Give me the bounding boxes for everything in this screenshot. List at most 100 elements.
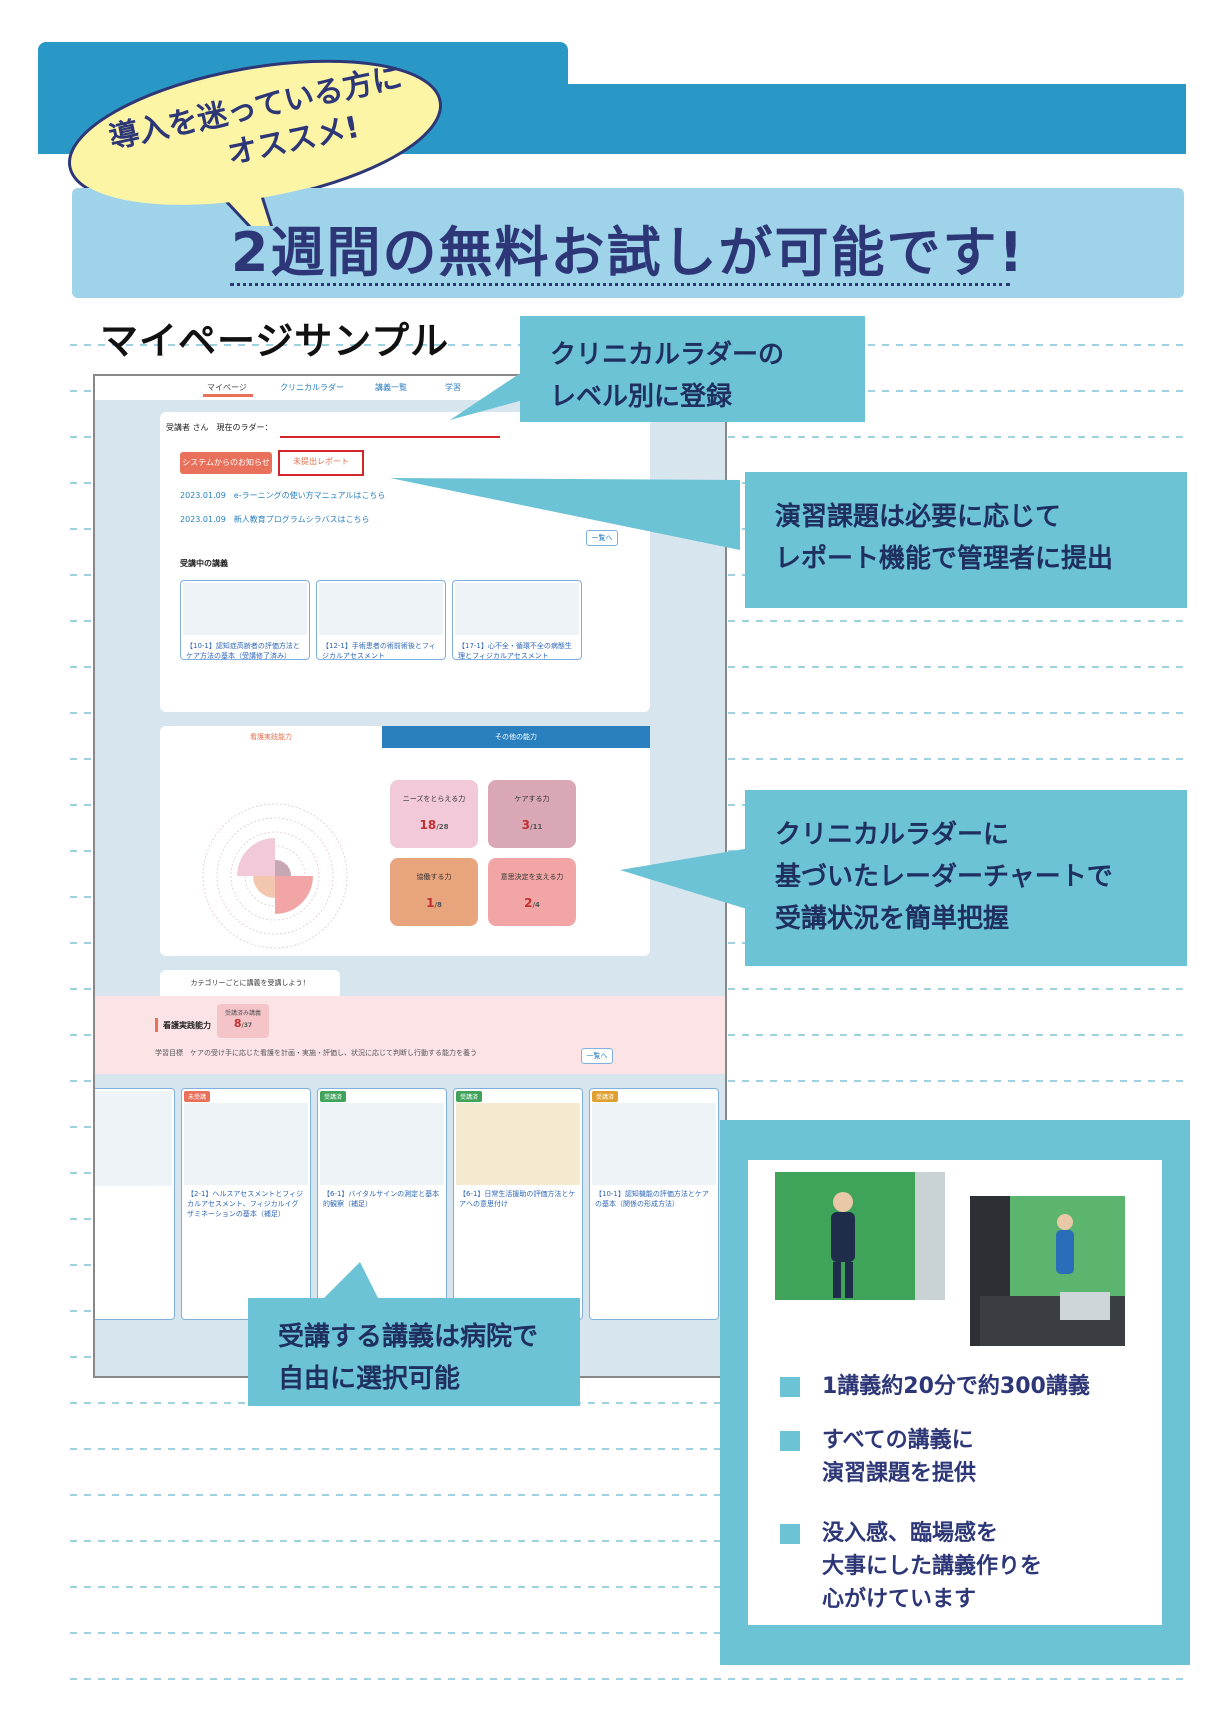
notice-item-1[interactable]: 2023.01.09 e-ラーニングの使い方マニュアルはこちら <box>180 491 386 500</box>
nursing-label: 看護実践能力 <box>163 1021 211 1030</box>
callout-report-line-1: 演習課題は必要に応じて <box>775 502 1062 532</box>
nav-tab-study[interactable]: 学習 <box>445 383 461 392</box>
lecture-photo-1 <box>775 1172 945 1300</box>
nav-tab-lectures[interactable]: 講義一覧 <box>375 383 407 392</box>
ladder-underline <box>280 436 500 438</box>
callout-radar-line-1: クリニカルラダーに <box>775 820 1010 850</box>
course-thumbnail <box>95 1091 172 1186</box>
stat-value: 3/11 <box>488 818 576 832</box>
course-card[interactable] <box>95 1088 175 1320</box>
callout-report: 演習課題は必要に応じて レポート機能で管理者に提出 <box>745 472 1187 608</box>
callout-select: 受講する講義は病院で 自由に選択可能 <box>248 1298 580 1406</box>
category-tab[interactable]: カテゴリーごとに講義を受講しよう！ <box>160 970 340 996</box>
headline-underline <box>230 283 1010 286</box>
callout-radar-line-3: 受講状況を簡単把握 <box>775 904 1010 934</box>
course-card[interactable]: 【12-1】手術患者の術前術後とフィジカルアセスメント <box>316 580 446 660</box>
course-thumbnail <box>592 1103 716 1185</box>
callout-select-line-2: 自由に選択可能 <box>278 1364 461 1394</box>
course-thumbnail <box>320 1103 444 1185</box>
course-thumbnail <box>456 1103 580 1185</box>
course-tag: 受講済 <box>456 1091 483 1102</box>
callout-radar-line-2: 基づいたレーダーチャートで <box>775 862 1113 892</box>
report-button[interactable]: 未提出レポート <box>278 450 364 476</box>
feature-bullet <box>780 1431 800 1451</box>
stat-value-num: 2 <box>524 896 533 910</box>
section-marker <box>155 1018 158 1032</box>
lecture-photo-2 <box>970 1196 1125 1346</box>
stat-value-num: 1 <box>426 896 435 910</box>
stat-value-total: /8 <box>434 901 442 909</box>
stat-value-total: /11 <box>530 823 543 831</box>
course-thumbnail <box>184 1103 308 1185</box>
nursing-desc: 学習目標 ケアの受け手に応じた看護を計画・実施・評価し、状況に応じて判断し行動す… <box>155 1049 477 1057</box>
feature-text: 没入感、臨場感を 大事にした講義作りを 心がけています <box>822 1521 1043 1612</box>
course-title: 【10-1】認知機能の評価方法とケアの基本（関係の形成方法） <box>595 1190 709 1208</box>
course-thumbnail <box>319 583 443 635</box>
course-title: 【6-1】日常生活援助の評価方法とケアへの意思付け <box>459 1190 576 1208</box>
stat-value-num: 18 <box>419 818 437 832</box>
feature-text: 1講義約20分で約300講義 <box>822 1374 1090 1399</box>
notice-item-2[interactable]: 2023.01.09 新人教育プログラムシラバスはこちら <box>180 515 370 524</box>
course-title: 【12-1】手術患者の術前術後とフィジカルアセスメント <box>322 642 436 660</box>
course-tag: 受講済 <box>592 1091 619 1102</box>
badge-label: 受講済み講義 <box>224 1010 261 1017</box>
course-card[interactable]: 受講済 【6-1】日常生活援助の評価方法とケアへの意思付け <box>453 1088 583 1320</box>
stat-label: ニーズをとらえる力 <box>402 795 466 803</box>
callout-3-pointer <box>620 848 750 910</box>
callout-ladder: クリニカルラダーの レベル別に登録 <box>520 316 865 422</box>
course-card[interactable]: 【17-1】心不全・循環不全の病態生理とフィジカルアセスメント <box>452 580 582 660</box>
callout-2-pointer <box>390 478 740 550</box>
nav-tab-ladder[interactable]: クリニカルラダー <box>280 383 344 392</box>
mock-chart-card: 看護実践能力 その他の能力 ニーズをとらえる力 18/28 ケアする力 3/11… <box>160 726 650 956</box>
headline: 2週間の無料お試しが可能です! <box>230 221 1026 284</box>
notice-button[interactable]: システムからのお知らせ <box>180 452 272 474</box>
mock-main-card: 受講者 さん 現在のラダー： システムからのお知らせ 未提出レポート 2023.… <box>160 412 650 712</box>
stat-value: 18/28 <box>390 818 478 832</box>
stat-value: 1/8 <box>390 896 478 910</box>
nursing-section: 看護実践能力 受講済み講義 8/37 学習目標 ケアの受け手に応じた看護を計画・… <box>95 996 725 1074</box>
course-tag: 受講済 <box>320 1091 347 1102</box>
more-button-2[interactable]: 一覧へ <box>581 1048 613 1064</box>
course-card[interactable]: 受講済 【10-1】認知機能の評価方法とケアの基本（関係の形成方法） <box>589 1088 719 1320</box>
course-title: 【10-1】認知症高齢者の評価方法とケア方法の基本（受講修了済み） <box>186 642 300 660</box>
feature-bullet <box>780 1377 800 1397</box>
course-title: 【2-1】ヘルスアセスメントとフィジカルアセスメント、フィジカルイグザミネーショ… <box>187 1190 304 1218</box>
stat-decision: 意思決定を支える力 2/4 <box>488 858 576 926</box>
badge-value: 8 <box>233 1017 242 1030</box>
mypage-screenshot: マイページ クリニカルラダー 講義一覧 学習 受講者 さん 現在のラダー： シス… <box>93 374 727 1378</box>
stat-needs: ニーズをとらえる力 18/28 <box>390 780 478 848</box>
course-card[interactable]: 未受講 【2-1】ヘルスアセスメントとフィジカルアセスメント、フィジカルイグザミ… <box>181 1088 311 1320</box>
callout-ladder-line-1: クリニカルラダーの <box>550 340 785 370</box>
course-title: 【17-1】心不全・循環不全の病態生理とフィジカルアセスメント <box>458 642 572 660</box>
radar-chart <box>202 803 348 949</box>
callout-radar: クリニカルラダーに 基づいたレーダーチャートで 受講状況を簡単把握 <box>745 790 1187 966</box>
stat-collab: 協働する力 1/8 <box>390 858 478 926</box>
completed-badge: 受講済み講義 8/37 <box>217 1004 269 1038</box>
section-title: マイページサンプル <box>100 319 450 363</box>
more-button[interactable]: 一覧へ <box>586 530 618 546</box>
callout-4-pointer <box>320 1262 380 1302</box>
stat-value-total: /4 <box>532 901 540 909</box>
course-card[interactable]: 【10-1】認知症高齢者の評価方法とケア方法の基本（受講修了済み） <box>180 580 310 660</box>
stat-label: ケアする力 <box>514 795 550 803</box>
tab-other[interactable]: その他の能力 <box>382 726 650 748</box>
callout-ladder-line-2: レベル別に登録 <box>550 382 733 412</box>
course-tag: 未受講 <box>184 1091 211 1102</box>
tab-nursing[interactable]: 看護実践能力 <box>250 733 292 741</box>
stat-care: ケアする力 3/11 <box>488 780 576 848</box>
in-progress-heading: 受講中の講義 <box>180 559 228 568</box>
course-thumbnail <box>183 583 307 635</box>
stat-label: 協働する力 <box>416 873 452 881</box>
feature-bullet <box>780 1524 800 1544</box>
callout-report-line-2: レポート機能で管理者に提出 <box>775 544 1114 574</box>
course-card[interactable]: 受講済 【6-1】バイタルサインの測定と基本的観察（補足） <box>317 1088 447 1320</box>
course-thumbnail <box>455 583 579 635</box>
course-title: 【6-1】バイタルサインの測定と基本的観察（補足） <box>323 1190 440 1208</box>
callout-select-line-1: 受講する講義は病院で <box>278 1322 539 1352</box>
mock-user-line: 受講者 さん 現在のラダー： <box>166 423 273 432</box>
stat-value: 2/4 <box>488 896 576 910</box>
nav-tab-mypage[interactable]: マイページ <box>207 383 247 392</box>
stat-value-num: 3 <box>521 818 531 832</box>
feature-text: すべての講義に 演習課題を提供 <box>822 1428 977 1486</box>
badge-total: /37 <box>241 1022 253 1029</box>
